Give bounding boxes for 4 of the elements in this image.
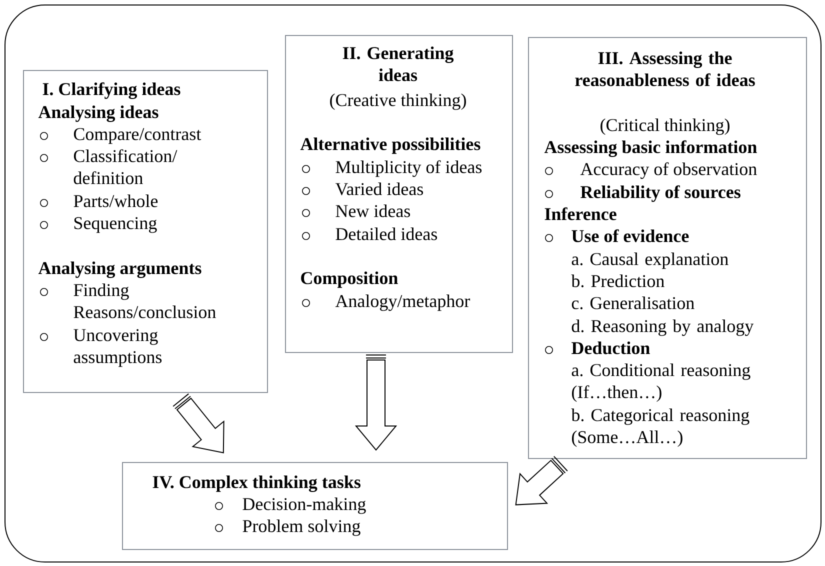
concept-box: II. Generating ideas (Creative thinking) Alternative possibilities Multiplicity of ideas Varied ideas New ideas Detailed ideas Composition Analogy/metaphor: [285, 35, 513, 353]
concept-box: I. Clarifying ideas Analysing ideas Compare/contrast Classification/ definition Parts/whole Sequencing Analysing arguments Finding Reasons/conclusion Uncovering assumptions: [23, 70, 268, 393]
concept-box: IV. Complex thinking tasks Decision-making Problem solving: [122, 462, 508, 550]
concept-box: III. Assessing the reasonableness of ideas (Critical thinking) Assessing basic information Accuracy of observation Reliability of sources Inference Use of evidence a. Causal explanation b. Prediction c. Generalisation d. Reasoning by analogy Deduction a. Conditional reasoning (If…then…) b. Categorical reasoning (Some…All…): [528, 37, 807, 459]
